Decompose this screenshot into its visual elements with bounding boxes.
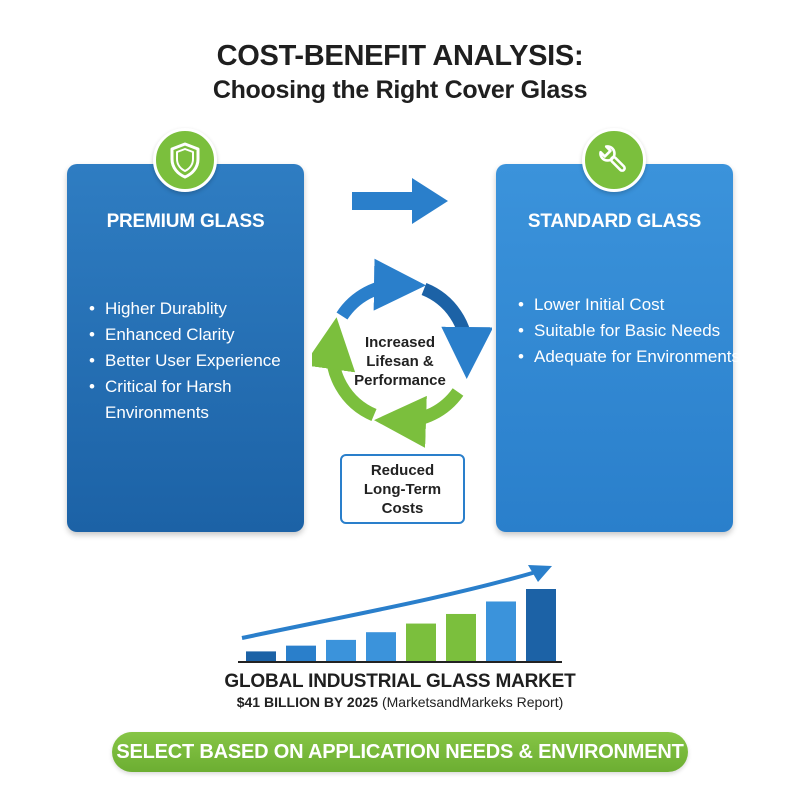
growth-bar [246, 651, 276, 661]
list-item: Higher Durablity [89, 296, 299, 322]
page-subtitle: Choosing the Right Cover Glass [212, 76, 588, 104]
cycle-label-line: Lifesan & [366, 353, 434, 370]
market-title: GLOBAL INDUSTRIAL GLASS MARKET [224, 671, 576, 692]
growth-bar [326, 639, 356, 661]
market-subtitle: $41 BILLION BY 2025 (MarketsandMarkeks R… [0, 694, 800, 710]
premium-benefits-list: Higher Durablity Enhanced Clarity Better… [89, 296, 299, 426]
growth-bar [366, 632, 396, 661]
wrench-icon [582, 128, 646, 192]
cycle-label-line: Performance [354, 372, 446, 389]
right-arrow-icon [352, 178, 448, 224]
growth-bar [406, 623, 436, 661]
list-item: Lower Initial Cost [518, 292, 758, 318]
list-item: Better User Experience [89, 348, 299, 374]
reduced-costs-box: Reduced Long-Term Costs [340, 454, 465, 524]
costs-label-line: Reduced [370, 462, 435, 479]
list-item: Critical for Harsh Environments [89, 374, 299, 426]
premium-glass-panel: PREMIUM GLASS Higher Durablity Enhanced … [67, 164, 304, 532]
standard-benefits-list: Lower Initial Cost Suitable for Basic Ne… [518, 292, 758, 370]
growth-bar-chart [238, 565, 562, 663]
trend-arrowhead-icon [528, 565, 552, 582]
premium-glass-title: PREMIUM GLASS [106, 211, 265, 232]
market-value: $41 BILLION BY 2025 [236, 694, 379, 710]
shield-icon [153, 128, 217, 192]
standard-glass-title: STANDARD GLASS [527, 211, 702, 232]
standard-glass-panel: STANDARD GLASS Lower Initial Cost Suitab… [496, 164, 740, 532]
list-item: Suitable for Basic Needs [518, 318, 758, 344]
growth-bar [526, 589, 556, 661]
list-item: Adequate for Environments [518, 344, 758, 370]
trend-arrow-line [241, 570, 537, 640]
costs-label-line: Costs [381, 500, 424, 517]
cycle-label-line: Increased [364, 334, 436, 351]
costs-label-line: Long-Term [363, 481, 442, 498]
growth-bar [446, 613, 476, 661]
market-source: (MarketsandMarkeks Report) [381, 694, 564, 710]
growth-bar [486, 601, 516, 661]
cycle-arrows-icon [312, 258, 492, 448]
growth-bar [286, 645, 316, 661]
page-title: COST-BENEFIT ANALYSIS: [216, 40, 584, 72]
list-item: Enhanced Clarity [89, 322, 299, 348]
cta-banner: SELECT BASED ON APPLICATION NEEDS & ENVI… [112, 732, 688, 772]
